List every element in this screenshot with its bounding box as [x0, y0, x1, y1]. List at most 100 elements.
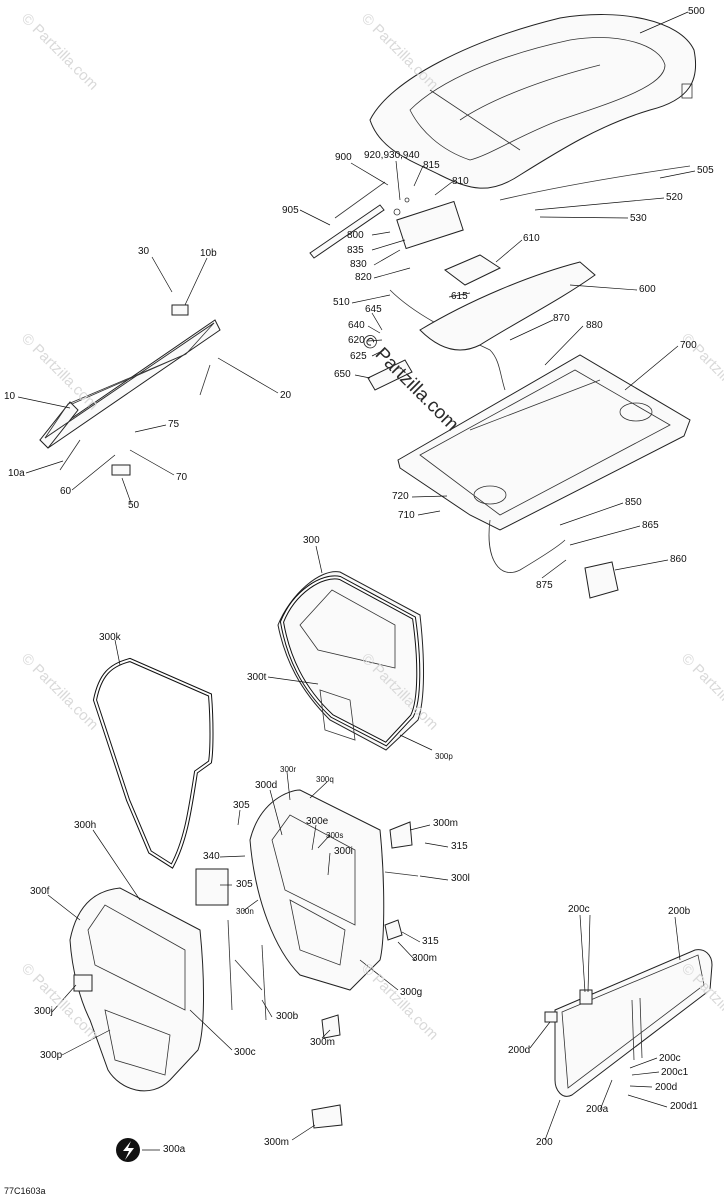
- part-label-300q: 300q: [316, 775, 334, 784]
- part-label-30: 30: [138, 246, 150, 257]
- part-label-620: 620: [348, 335, 365, 346]
- side-window-200: [544, 949, 713, 1097]
- part-label-510: 510: [333, 297, 350, 308]
- part-label-340: 340: [203, 851, 220, 862]
- part-label-625: 625: [350, 351, 367, 362]
- part-label-300j: 300j: [34, 1006, 53, 1017]
- warning-icon: [116, 1138, 140, 1162]
- part-label-835: 835: [347, 245, 364, 256]
- part-label-300p-top: 300p: [435, 752, 453, 761]
- part-label-300t: 300t: [247, 672, 267, 683]
- part-label-860: 860: [670, 554, 687, 565]
- part-label-300l: 300l: [451, 873, 470, 884]
- part-label-900: 900: [335, 152, 352, 163]
- rear-panel: [397, 354, 691, 531]
- roof-panel: [369, 14, 697, 189]
- part-label-300f: 300f: [30, 886, 50, 897]
- part-label-60: 60: [60, 486, 72, 497]
- part-label-300i: 300i: [334, 846, 353, 857]
- bracket-300m-c: [321, 1014, 341, 1039]
- roof-rail: [499, 165, 691, 201]
- part-label-300g: 300g: [400, 987, 423, 998]
- door-assembly-300: [277, 571, 425, 751]
- wiper-assembly: [309, 181, 464, 259]
- door-seal-300k: [92, 657, 214, 869]
- part-label-200d1: 200d1: [670, 1101, 698, 1112]
- bracket-300m-d: [311, 1104, 343, 1129]
- window-regulator: [227, 919, 267, 1021]
- headliner: [419, 261, 596, 351]
- part-label-300s: 300s: [326, 831, 344, 840]
- washer-hose: [488, 519, 566, 573]
- part-label-300n: 300n: [236, 907, 254, 916]
- part-label-300m-d: 300m: [264, 1137, 290, 1148]
- part-label-50: 50: [128, 500, 140, 511]
- part-label-710: 710: [398, 510, 415, 521]
- bracket-300m-b: [384, 919, 403, 941]
- part-label-850: 850: [625, 497, 642, 508]
- part-label-10b: 10b: [200, 248, 217, 259]
- part-label-865: 865: [642, 520, 659, 531]
- bracket-610: [444, 254, 502, 286]
- part-label-820: 820: [355, 272, 372, 283]
- rear-window: [39, 304, 221, 476]
- part-label-200: 200: [536, 1137, 553, 1148]
- part-label-875: 875: [536, 580, 553, 591]
- part-label-300k: 300k: [99, 632, 121, 643]
- part-label-200b: 200b: [668, 906, 691, 917]
- part-label-905: 905: [282, 205, 299, 216]
- part-label-10a: 10a: [8, 468, 25, 479]
- part-label-640: 640: [348, 320, 365, 331]
- part-label-200c: 200c: [568, 904, 590, 915]
- part-label-615: 615: [451, 291, 468, 302]
- leader-lines: [17, 11, 696, 1151]
- part-label-305a: 305: [233, 800, 250, 811]
- part-label-300b: 300b: [276, 1011, 299, 1022]
- part-label-520: 520: [666, 192, 683, 203]
- part-label-300: 300: [303, 535, 320, 546]
- part-label-75: 75: [168, 419, 180, 430]
- part-label-300m-b: 300m: [412, 953, 438, 964]
- part-label-300r: 300r: [280, 765, 297, 774]
- diagram-code: 77C1603a: [4, 1186, 46, 1196]
- dome-light: [367, 359, 413, 391]
- part-label-10: 10: [4, 391, 16, 402]
- washer-reservoir: [584, 561, 619, 599]
- part-label-300d: 300d: [255, 780, 278, 791]
- part-label-880: 880: [586, 320, 603, 331]
- part-label-20: 20: [280, 390, 292, 401]
- part-label-300e: 300e: [306, 816, 329, 827]
- door-strut: [384, 871, 419, 877]
- part-label-315b: 315: [422, 936, 439, 947]
- door-panel-300c: [69, 887, 205, 1092]
- part-label-315a: 315: [451, 841, 468, 852]
- part-label-920-930-940: 920,930,940: [364, 150, 420, 161]
- part-label-200c-b: 200c: [659, 1053, 681, 1064]
- bracket-kit-305: [195, 868, 229, 906]
- part-label-720: 720: [392, 491, 409, 502]
- part-label-300m-c: 300m: [310, 1037, 336, 1048]
- part-label-300m-a: 300m: [433, 818, 459, 829]
- part-label-300c: 300c: [234, 1047, 256, 1058]
- part-label-505: 505: [697, 165, 714, 176]
- part-label-70: 70: [176, 472, 188, 483]
- part-label-810: 810: [452, 176, 469, 187]
- part-label-300h: 300h: [74, 820, 97, 831]
- part-label-200d: 200d: [508, 1045, 531, 1056]
- part-label-800: 800: [347, 230, 364, 241]
- part-label-300a: 300a: [163, 1144, 186, 1155]
- part-label-610: 610: [523, 233, 540, 244]
- part-label-200c1: 200c1: [661, 1067, 689, 1078]
- part-label-645: 645: [365, 304, 382, 315]
- part-label-200d-b: 200d: [655, 1082, 678, 1093]
- part-label-815: 815: [423, 160, 440, 171]
- door-frame-300g: [249, 789, 385, 991]
- part-label-300p: 300p: [40, 1050, 63, 1061]
- part-label-870: 870: [553, 313, 570, 324]
- part-label-530: 530: [630, 213, 647, 224]
- bracket-300m-a: [389, 821, 413, 849]
- part-label-200a: 200a: [586, 1104, 609, 1115]
- part-label-700: 700: [680, 340, 697, 351]
- part-label-305b: 305: [236, 879, 253, 890]
